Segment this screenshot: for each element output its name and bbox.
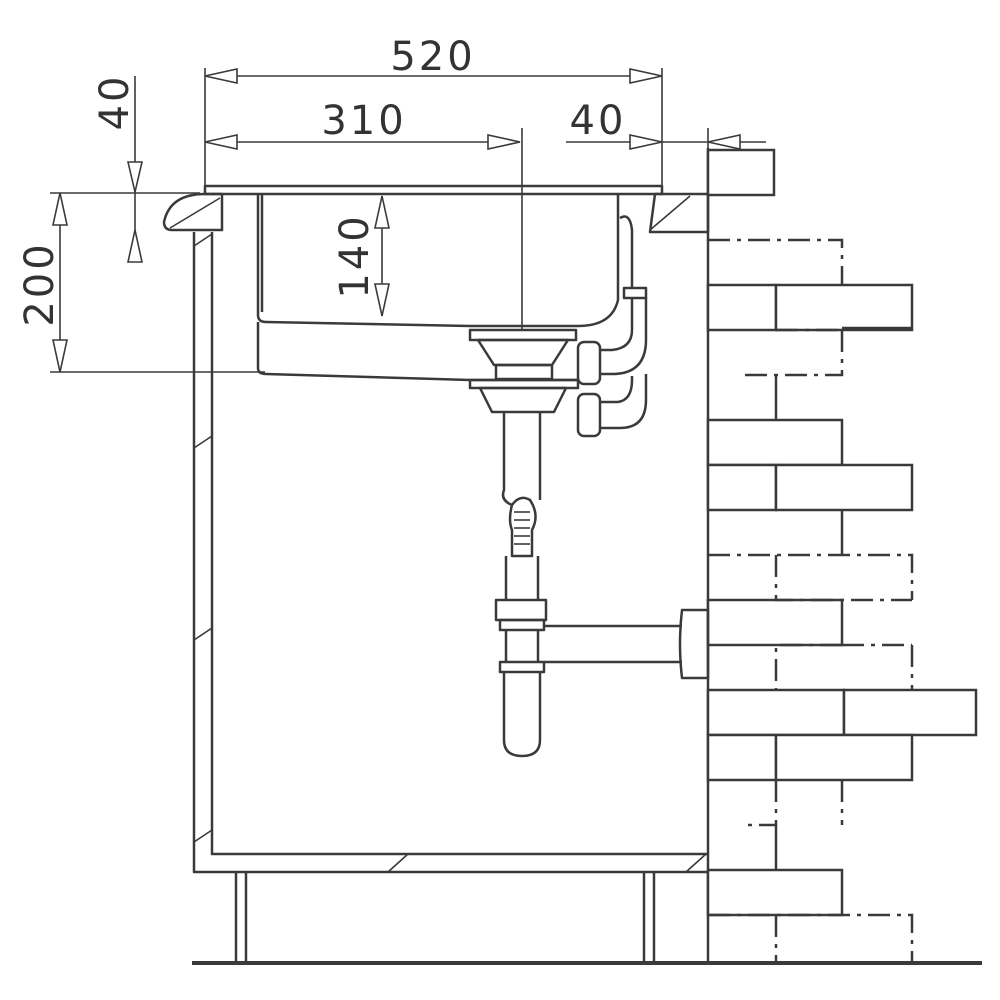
dimension-140: 140 xyxy=(332,195,390,317)
dimension-label-basin-width: 310 xyxy=(321,98,406,144)
dimension-40-left: 40 xyxy=(92,74,144,263)
dimension-label-rim-overhang: 40 xyxy=(570,98,627,144)
dimension-label-top-thickness: 40 xyxy=(92,74,138,131)
dimension-520: 520 xyxy=(204,34,663,190)
dimension-label-overall-width: 520 xyxy=(390,34,475,80)
sink-rim xyxy=(203,184,664,196)
countertop-right-edge xyxy=(648,192,710,234)
dimension-200: 200 xyxy=(17,192,265,373)
countertop-left-edge xyxy=(162,192,224,232)
cabinet xyxy=(192,232,708,962)
dimension-label-basin-depth: 140 xyxy=(332,213,378,298)
dimension-310: 310 xyxy=(204,98,523,330)
drain-assembly xyxy=(468,298,710,758)
dimension-annotations: 520 310 40 40 xyxy=(17,34,766,373)
dimension-40-right: 40 xyxy=(566,98,766,150)
brick-wall xyxy=(706,148,978,962)
countertop xyxy=(162,184,710,234)
sink-basin xyxy=(256,194,648,382)
dimension-label-total-depth: 200 xyxy=(17,241,63,326)
